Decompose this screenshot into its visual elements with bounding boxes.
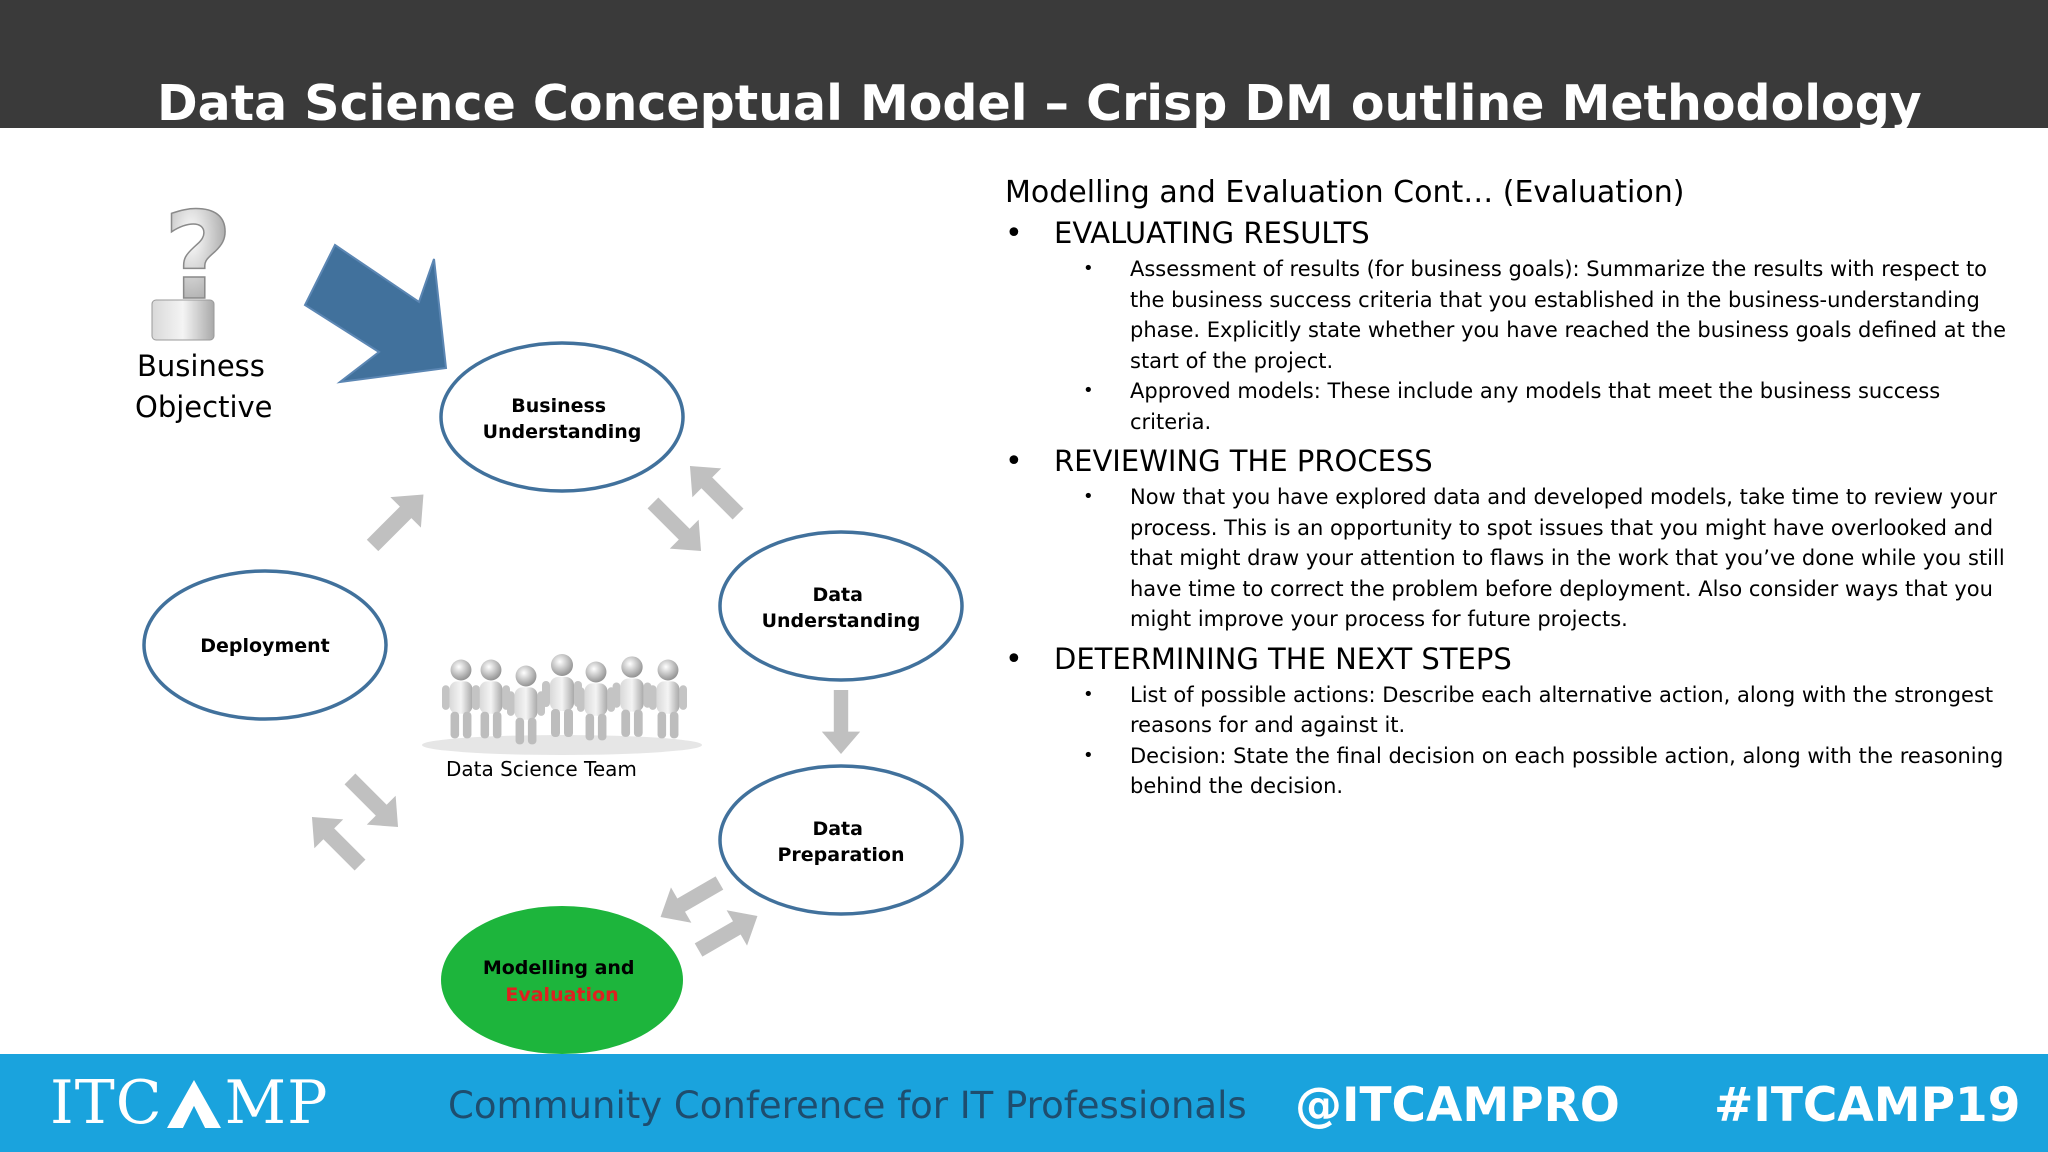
- arrow-preparation-to-modelling-icon: [650, 865, 730, 935]
- section-reviewing-the-process: REVIEWING THE PROCESS Now that you have …: [1005, 443, 2015, 635]
- logo-text-left: ITC: [50, 1068, 163, 1138]
- arrow-modelling-to-deployment-icon: [297, 802, 375, 880]
- node-modelling-evaluation: Modelling and Evaluation: [441, 906, 683, 1054]
- data-science-team-label: Data Science Team: [446, 757, 637, 781]
- content-heading: Modelling and Evaluation Cont… (Evaluati…: [1005, 175, 1685, 210]
- section-title: DETERMINING THE NEXT STEPS: [1005, 641, 2015, 678]
- evaluation-content: Modelling and Evaluation Cont… (Evaluati…: [1005, 173, 2015, 808]
- list-item: Now that you have explored data and deve…: [1005, 482, 2015, 635]
- business-objective-label: Business Objective: [135, 349, 274, 424]
- itcamp-logo: ITC MP: [50, 1067, 328, 1139]
- section-title: EVALUATING RESULTS: [1005, 215, 2015, 252]
- logo-text-right: MP: [224, 1068, 329, 1138]
- question-mark-icon: ?: [151, 187, 234, 341]
- svg-text:?: ?: [163, 188, 233, 327]
- list-item: Assessment of results (for business goal…: [1005, 254, 2015, 376]
- list-item: Decision: State the final decision on ea…: [1005, 741, 2015, 802]
- arrow-modelling-to-preparation-icon: [688, 898, 768, 968]
- section-determining-next-steps: DETERMINING THE NEXT STEPS List of possi…: [1005, 641, 2015, 802]
- footer-hashtag: #ITCAMP19: [1714, 1078, 2021, 1133]
- section-title: REVIEWING THE PROCESS: [1005, 443, 2015, 480]
- crisp-dm-diagram: ? Business Objective Business Understand…: [135, 187, 964, 1054]
- bullet-list: Now that you have explored data and deve…: [1005, 482, 2015, 635]
- svg-text:Data Preparation: Data Preparation: [778, 818, 905, 866]
- footer-tagline: Community Conference for IT Professional…: [448, 1084, 1247, 1127]
- node-data-preparation: Data Preparation: [718, 764, 964, 916]
- node-data-understanding: Data Understanding: [718, 530, 964, 682]
- node-deployment: Deployment: [142, 569, 388, 721]
- footer-twitter-handle: @ITCAMPRO: [1295, 1078, 1620, 1133]
- data-science-team-icon: [422, 654, 702, 755]
- svg-text:Modelling and Evaluation: Modelling and Evaluation: [483, 957, 641, 1006]
- arrow-deployment-to-modelling-icon: [335, 764, 413, 842]
- list-item: List of possible actions: Describe each …: [1005, 680, 2015, 741]
- node-business-understanding: Business Understanding: [439, 341, 685, 493]
- big-blue-arrow-icon: [303, 243, 448, 384]
- arrow-deployment-to-business-icon: [357, 479, 439, 561]
- svg-text:Business Understanding: Business Understanding: [483, 395, 642, 443]
- svg-text:Data Understanding: Data Understanding: [762, 584, 921, 632]
- logo-tent-icon: [166, 1080, 221, 1128]
- bullet-list: List of possible actions: Describe each …: [1005, 680, 2015, 802]
- arrow-data-understanding-to-business-icon: [675, 451, 753, 529]
- slide-title: Data Science Conceptual Model – Crisp DM…: [157, 75, 1922, 128]
- svg-text:Deployment: Deployment: [200, 635, 330, 657]
- arrow-business-to-data-understanding-icon: [638, 488, 716, 566]
- bullet-list: Assessment of results (for business goal…: [1005, 254, 2015, 437]
- list-item: Approved models: These include any model…: [1005, 376, 2015, 437]
- slide-header: Data Science Conceptual Model – Crisp DM…: [0, 0, 2048, 128]
- footer-bar: [0, 1054, 2048, 1152]
- arrow-understanding-to-preparation-icon: [821, 690, 861, 754]
- section-evaluating-results: EVALUATING RESULTS Assessment of results…: [1005, 215, 2015, 437]
